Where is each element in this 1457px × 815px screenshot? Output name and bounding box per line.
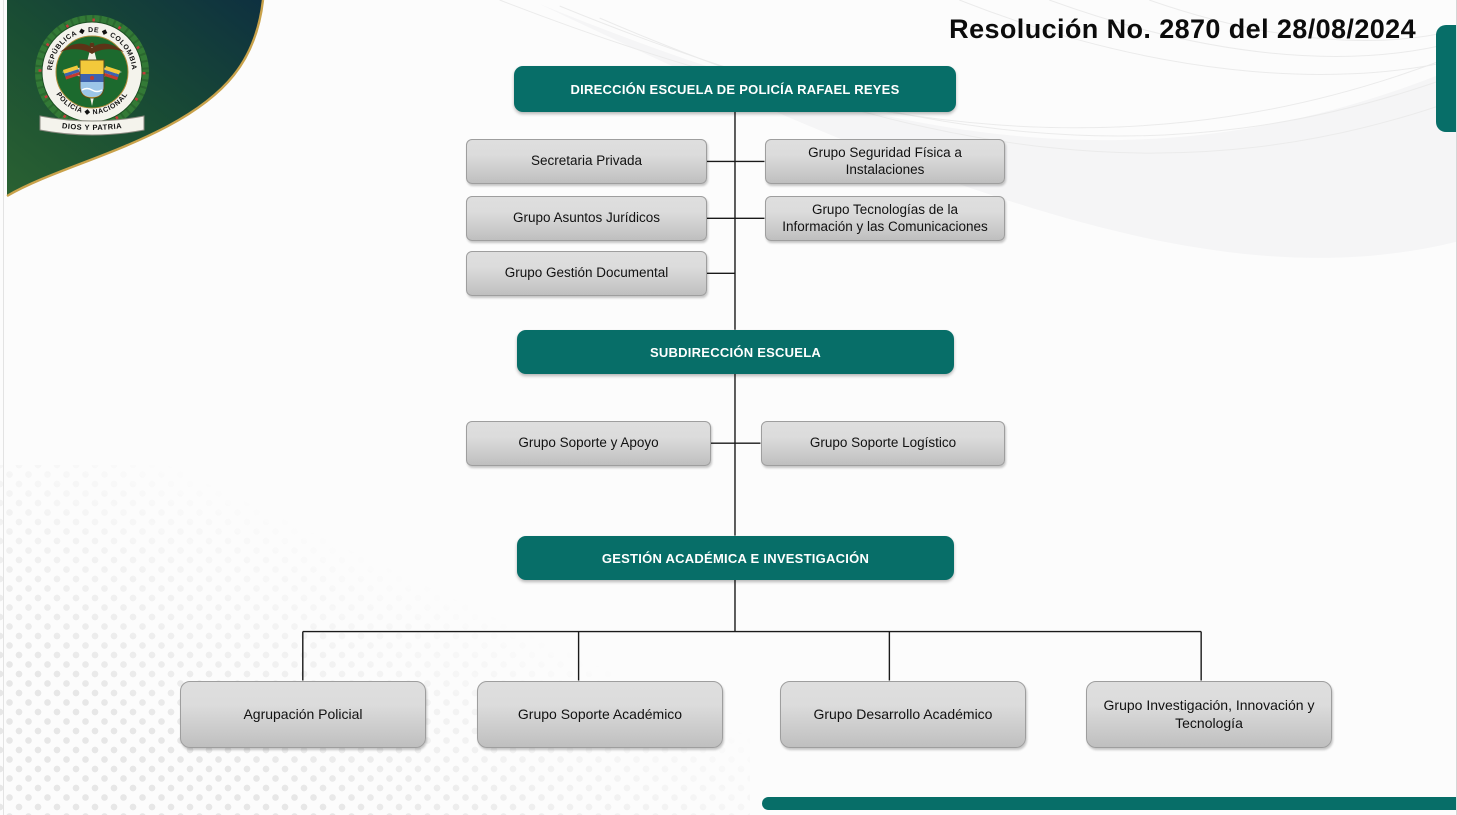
- bottom-accent-bar: [762, 797, 1456, 810]
- resolution-title: Resolución No. 2870 del 28/08/2024: [949, 14, 1416, 44]
- emblem-motto-ribbon: DIOS Y PATRIA: [39, 115, 145, 136]
- emblem-motto-text: DIOS Y PATRIA: [62, 121, 123, 132]
- org-box-investigacion-innovacion: Grupo Investigación, Innovación y Tecnol…: [1086, 681, 1332, 748]
- org-box-soporte-academico: Grupo Soporte Académico: [477, 681, 723, 748]
- org-box-soporte-apoyo: Grupo Soporte y Apoyo: [466, 421, 711, 466]
- svg-text:DIOS Y PATRIA: DIOS Y PATRIA: [62, 121, 123, 132]
- slide-edge-line: [3, 0, 4, 815]
- emblem-condor: [60, 43, 124, 54]
- org-banner-gestion-academica: GESTIÓN ACADÉMICA E INVESTIGACIÓN: [517, 536, 954, 580]
- teal-side-tab: [1436, 25, 1456, 132]
- org-box-tecnologias-informacion: Grupo Tecnologías de la Información y la…: [765, 196, 1005, 241]
- police-emblem: REPÚBLICA ◆ DE ◆ COLOMBIA POLICÍA ◆ NACI…: [6, 0, 265, 198]
- org-box-asuntos-juridicos: Grupo Asuntos Jurídicos: [466, 196, 707, 241]
- org-box-soporte-logistico: Grupo Soporte Logístico: [761, 421, 1005, 466]
- org-banner-subdireccion: SUBDIRECCIÓN ESCUELA: [517, 330, 954, 374]
- emblem-flags: [63, 65, 121, 81]
- org-box-agrupacion-policial: Agrupación Policial: [180, 681, 426, 748]
- org-box-seguridad-fisica: Grupo Seguridad Física a Instalaciones: [765, 139, 1005, 184]
- org-box-desarrollo-academico: Grupo Desarrollo Académico: [780, 681, 1026, 748]
- org-box-gestion-documental: Grupo Gestión Documental: [466, 251, 707, 296]
- halftone-dots: [0, 465, 750, 815]
- org-banner-direccion: DIRECCIÓN ESCUELA DE POLICÍA RAFAEL REYE…: [514, 66, 956, 112]
- emblem-shield: [79, 59, 105, 99]
- org-box-secretaria-privada: Secretaria Privada: [466, 139, 707, 184]
